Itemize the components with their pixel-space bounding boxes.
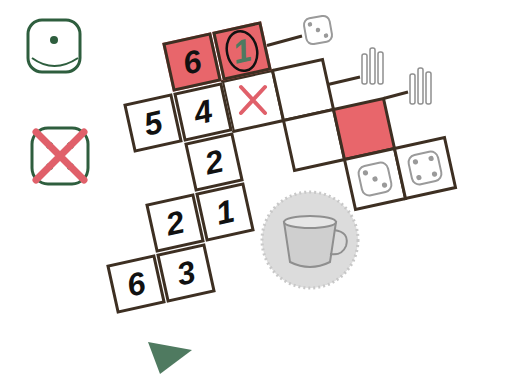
board-cell: 2 bbox=[145, 193, 205, 253]
cell-number: 1 bbox=[230, 33, 254, 68]
cell-number: 6 bbox=[180, 44, 204, 79]
empty-cells bbox=[223, 60, 456, 210]
die-icon bbox=[407, 150, 443, 186]
die-icon bbox=[303, 15, 333, 45]
board-cell: 1 bbox=[212, 21, 272, 81]
board-cell: 5 bbox=[123, 93, 183, 153]
cell-number: 6 bbox=[124, 266, 148, 301]
lead-line bbox=[384, 92, 409, 99]
cup-medallion bbox=[262, 192, 358, 288]
cell-number: 2 bbox=[163, 205, 187, 240]
board-cell: 6 bbox=[106, 254, 166, 314]
cell-number: 1 bbox=[213, 194, 237, 229]
board-cell: 6 bbox=[162, 32, 222, 92]
board-cell: 2 bbox=[184, 132, 244, 192]
board-cell: 4 bbox=[173, 82, 233, 142]
cell-number: 4 bbox=[191, 94, 215, 129]
rule-icons bbox=[28, 20, 88, 184]
start-arrow bbox=[148, 342, 192, 374]
lead-line bbox=[267, 36, 302, 46]
cell-number: 5 bbox=[141, 105, 165, 140]
empty-cell bbox=[395, 138, 456, 199]
peg-icon bbox=[410, 68, 431, 104]
peg-icon bbox=[362, 48, 383, 84]
cell-number: 3 bbox=[174, 255, 198, 290]
cell-number: 2 bbox=[202, 144, 226, 179]
cross-mark bbox=[241, 87, 265, 113]
board-cell: 3 bbox=[156, 243, 216, 303]
board-cell: 1 bbox=[195, 182, 255, 242]
die-icon bbox=[357, 161, 393, 197]
lead-line bbox=[328, 77, 360, 85]
